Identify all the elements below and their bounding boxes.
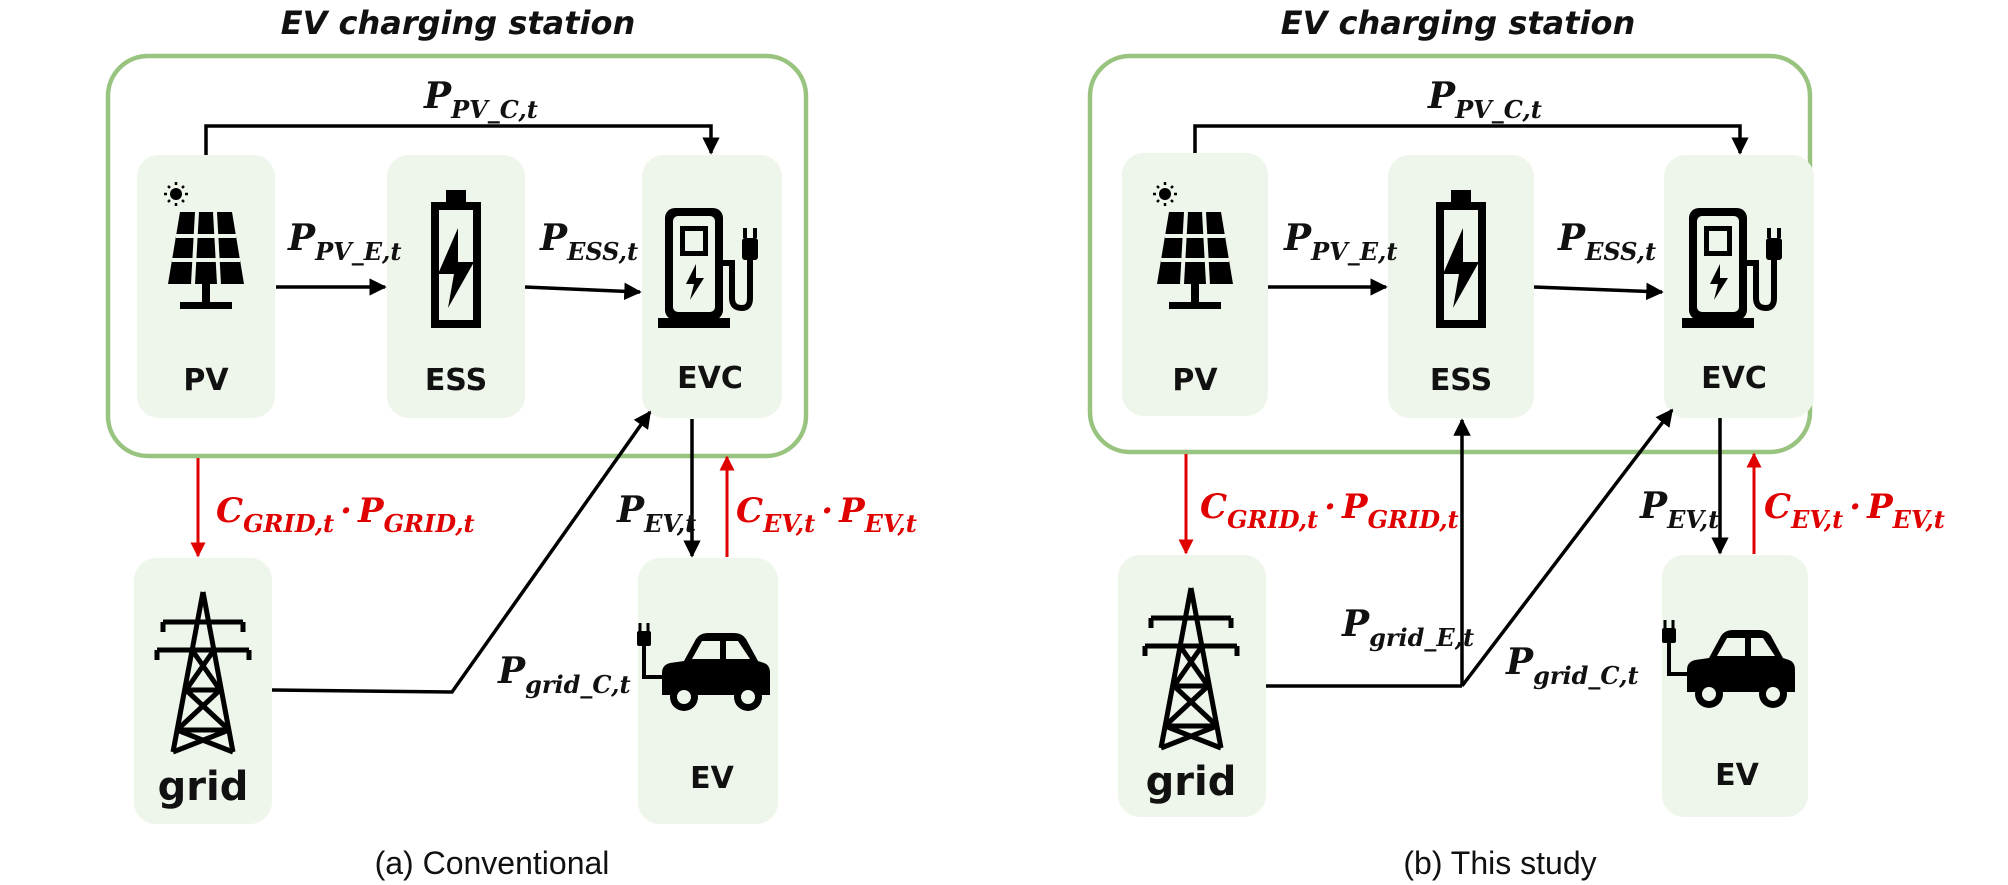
label-p-grid-c: Pgrid_C,t xyxy=(497,650,631,699)
flow-grid-to-evc xyxy=(271,410,652,694)
evc-label: EVC xyxy=(677,361,743,396)
label-cost-ev: CEV,t·PEV,t xyxy=(1764,487,1945,534)
label-p-ess: PESS,t xyxy=(539,217,638,266)
battery-charging-icon xyxy=(431,190,481,328)
evc-label: EVC xyxy=(1701,361,1767,396)
caption-conventional: (a) Conventional xyxy=(375,845,610,881)
grid-label: grid xyxy=(158,764,249,810)
label-cost-ev: CEV,t·PEV,t xyxy=(736,491,917,538)
label-p-grid-c: Pgrid_C,t xyxy=(1505,641,1639,690)
label-p-ess: PESS,t xyxy=(1557,217,1656,266)
label-p-ev: PEV,t xyxy=(1639,485,1719,534)
label-p-pv-c: PPV_C,t xyxy=(423,75,538,124)
flow-pv-to-evc xyxy=(204,124,720,155)
pv-label: PV xyxy=(1172,363,1218,398)
label-p-pv-e: PPV_E,t xyxy=(1283,217,1397,266)
flow-pv-to-evc xyxy=(1193,124,1749,155)
flow-grid-to-evc xyxy=(1460,408,1674,688)
caption-this-study: (b) This study xyxy=(1403,845,1596,881)
ess-label: ESS xyxy=(1430,363,1492,398)
label-cost-grid: CGRID,t·PGRID,t xyxy=(216,491,475,538)
station-title: EV charging station xyxy=(1281,4,1636,42)
label-p-pv-e: PPV_E,t xyxy=(287,217,401,266)
flow-ess-to-evc xyxy=(524,282,642,301)
label-p-ev: PEV,t xyxy=(616,489,696,538)
pv-label: PV xyxy=(183,363,229,398)
ev-label: EV xyxy=(690,761,734,796)
panel-this-study: EV charging station PV ESS EVC grid EV P… xyxy=(1087,4,1945,881)
label-p-grid-e: Pgrid_E,t xyxy=(1341,603,1474,652)
label-cost-grid: CGRID,t·PGRID,t xyxy=(1200,487,1459,534)
station-boundary xyxy=(105,53,809,459)
ess-label: ESS xyxy=(425,363,487,398)
panel-conventional: EV charging station PV ESS EVC grid EV P… xyxy=(105,4,917,881)
grid-label: grid xyxy=(1146,759,1237,805)
ev-label: EV xyxy=(1715,758,1759,793)
station-title: EV charging station xyxy=(281,4,636,42)
flow-ess-to-evc xyxy=(1533,282,1664,301)
battery-charging-icon xyxy=(1436,190,1486,328)
label-p-pv-c: PPV_C,t xyxy=(1427,75,1542,124)
